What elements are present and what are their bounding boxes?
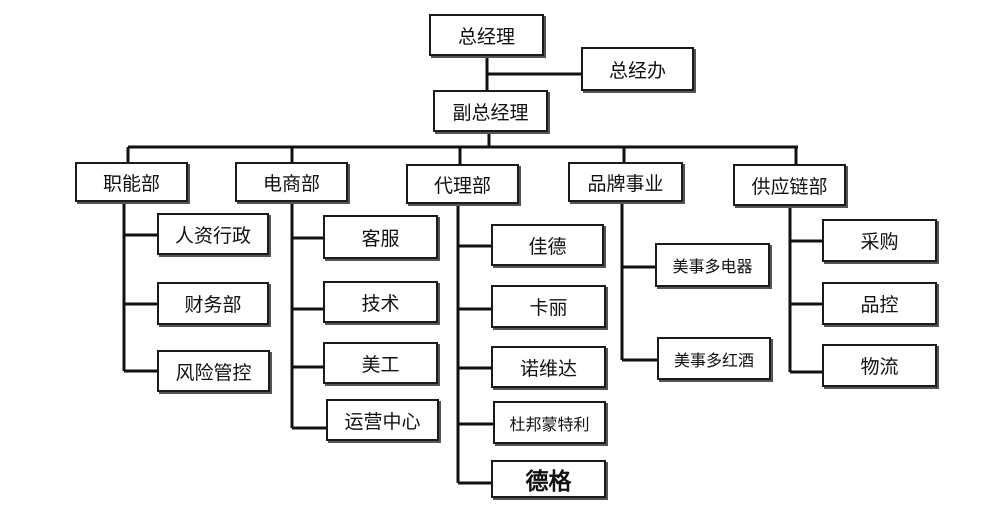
sub-finance: 财务部: [157, 282, 269, 325]
sub-purchasing: 采购: [822, 219, 937, 262]
sub-meishiduo-wine: 美事多红酒: [657, 337, 771, 380]
sub-logistics: 物流: [822, 344, 937, 387]
sub-hr-admin: 人资行政: [157, 213, 269, 255]
dept-supply-chain: 供应链部: [733, 164, 846, 206]
sub-dupont: 杜邦蒙特利: [493, 401, 606, 444]
dept-agency: 代理部: [406, 164, 519, 204]
sub-customer-service: 客服: [323, 215, 438, 259]
sub-tech: 技术: [323, 281, 438, 323]
sub-quality-control: 品控: [822, 282, 937, 325]
ceo-box: 总经理: [429, 14, 544, 56]
sub-dege: 德格: [491, 460, 606, 498]
dept-functional: 职能部: [75, 162, 188, 202]
sub-jiade: 佳德: [491, 224, 604, 266]
ceo-office-box: 总经办: [581, 47, 694, 91]
sub-design: 美工: [323, 342, 438, 384]
dept-ecommerce: 电商部: [235, 162, 348, 202]
dept-brand: 品牌事业: [568, 162, 683, 202]
sub-kali: 卡丽: [491, 285, 606, 328]
sub-operations-center: 运营中心: [326, 399, 439, 441]
vp-box: 副总经理: [433, 90, 548, 132]
sub-risk-control: 风险管控: [157, 350, 270, 392]
sub-nuoweida: 诺维达: [491, 346, 606, 388]
sub-meishiduo-appliances: 美事多电器: [655, 243, 770, 287]
